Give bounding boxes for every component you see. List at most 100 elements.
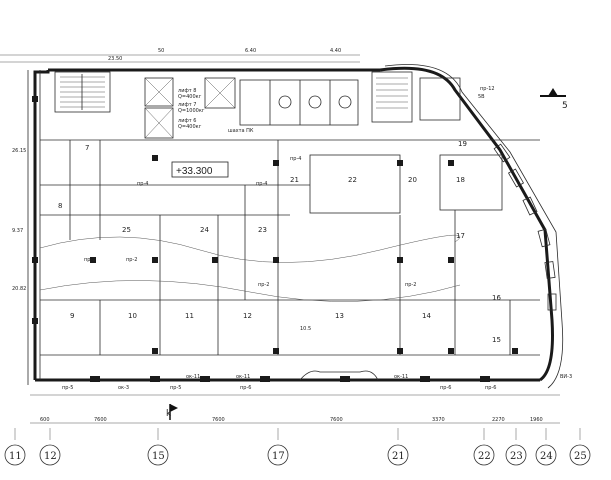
grid-axis-label: 17: [272, 451, 285, 462]
opening-label: пр-2: [258, 282, 269, 288]
room-number: 12: [243, 312, 252, 320]
top-dim: 6.40: [245, 48, 256, 54]
opening-label: ок-11: [186, 374, 200, 380]
opening-label: ок-3: [118, 385, 129, 391]
small-note: 10.5: [300, 326, 311, 332]
section-marker-k: k: [166, 404, 178, 420]
stair-core-left: [54, 71, 111, 113]
overall-dim: 600: [40, 417, 50, 423]
lift-label: лифт 6: [178, 118, 196, 124]
room-number: 24: [200, 226, 209, 234]
lift-capacity: Q=400кг: [178, 94, 202, 100]
grid-axis-bubbles: 11 12 15 17 21 22 23 24 25: [4, 444, 591, 466]
service-core: [239, 71, 461, 126]
opening-label: пр-2: [84, 257, 95, 263]
room-number: 10: [128, 312, 137, 320]
room-number: 21: [290, 176, 299, 184]
grid-axis-22: 22: [473, 444, 495, 466]
section-number: 5: [562, 101, 568, 111]
opening-label: пр-4: [256, 181, 267, 187]
elevation-marker: +33.300: [171, 161, 229, 178]
structural-columns: [32, 96, 518, 382]
section-letter: k: [166, 409, 172, 419]
grid-axis-label: 23: [510, 451, 523, 462]
room-number: 17: [456, 232, 465, 240]
room-number: 22: [348, 176, 357, 184]
lift-capacity: Q=400кг: [178, 124, 202, 130]
curved-facade-windows: [493, 143, 557, 311]
corner-label: 5В: [478, 94, 485, 100]
grid-axis-25: 25: [569, 444, 591, 466]
room-number: 9: [70, 312, 74, 320]
level-mark: 20.82: [12, 286, 26, 292]
room-number: 7: [85, 144, 89, 152]
flow-curves: [39, 234, 461, 302]
grid-axis-15: 15: [147, 444, 169, 466]
grid-axis-label: 12: [44, 451, 57, 462]
grid-axis-label: 15: [152, 451, 165, 462]
opening-label: ок-11: [236, 374, 250, 380]
bay-window-notch: [299, 370, 379, 381]
grid-axis-24: 24: [535, 444, 557, 466]
overall-dim: 1960: [530, 417, 543, 423]
opening-label: пр-6: [440, 385, 451, 391]
lift-shafts: лифт 8 Q=400кг лифт 7 Q=1000кг лифт 6 Q=…: [144, 77, 254, 139]
room-number: 25: [122, 226, 131, 234]
top-dimension-chain: 23.50 50 6.40 4.40: [0, 48, 360, 63]
grid-axis-label: 21: [392, 451, 405, 462]
room-number: 19: [458, 140, 467, 148]
room-number: 15: [492, 336, 501, 344]
overall-dim: 7600: [212, 417, 225, 423]
level-mark: 9.37: [12, 228, 23, 234]
opening-label: пр-4: [290, 156, 301, 162]
room-numbers: 7 8 9 10 11 12 13 14 15 16 17 18 19 20 2…: [58, 140, 501, 344]
top-dim: 23.50: [108, 56, 122, 62]
room-number: 11: [185, 312, 194, 320]
left-level-marks: 26.15 9.37 20.82: [12, 148, 26, 292]
section-marker-5: 5: [540, 88, 568, 111]
outer-walls: [27, 64, 564, 389]
room-number: 23: [258, 226, 267, 234]
grid-axis-23: 23: [505, 444, 527, 466]
lift-label: лифт 8: [178, 88, 196, 94]
grid-axis-17: 17: [267, 444, 289, 466]
opening-labels: пр-4 пр-4 пр-4 пр-2 пр-2 пр-2 пр-2 пр-5 …: [62, 156, 496, 391]
top-dim: 4.40: [330, 48, 341, 54]
grid-axis-label: 11: [9, 451, 22, 462]
overall-dim: 7600: [94, 417, 107, 423]
opening-label: пр-5: [170, 385, 181, 391]
grid-axis-21: 21: [387, 444, 409, 466]
room-number: 16: [492, 294, 501, 302]
bottom-dimension-chains: 600 7600 7600 7600 3370 2270 1960: [14, 394, 581, 440]
corner-label: ВИ-3: [560, 374, 572, 380]
room-number: 18: [456, 176, 465, 184]
opening-label: пр-4: [137, 181, 148, 187]
opening-label: пр-5: [62, 385, 73, 391]
room-number: 20: [408, 176, 417, 184]
grid-axis-label: 24: [540, 451, 553, 462]
opening-label: пр-6: [485, 385, 496, 391]
corner-label: пр-12: [480, 86, 495, 92]
elevation-label: +33.300: [176, 166, 213, 177]
overall-dim: 3370: [432, 417, 445, 423]
shaft-label: шахта ПК: [228, 128, 254, 134]
grid-axis-12: 12: [39, 444, 61, 466]
opening-label: ок-11: [394, 374, 408, 380]
room-number: 13: [335, 312, 344, 320]
room-number: 14: [422, 312, 431, 320]
overall-dim: 2270: [492, 417, 505, 423]
opening-label: пр-2: [405, 282, 416, 288]
lift-capacity: Q=1000кг: [178, 108, 205, 114]
grid-axis-label: 22: [478, 451, 491, 462]
room-number: 8: [58, 202, 62, 210]
opening-label: пр-6: [240, 385, 251, 391]
overall-dim: 7600: [330, 417, 343, 423]
grid-axis-11: 11: [4, 444, 26, 466]
lift-label: лифт 7: [178, 102, 196, 108]
opening-label: пр-2: [126, 257, 137, 263]
level-mark: 26.15: [12, 148, 26, 154]
top-dim: 50: [158, 48, 164, 54]
grid-axis-label: 25: [574, 451, 587, 462]
partitions: [40, 139, 540, 356]
